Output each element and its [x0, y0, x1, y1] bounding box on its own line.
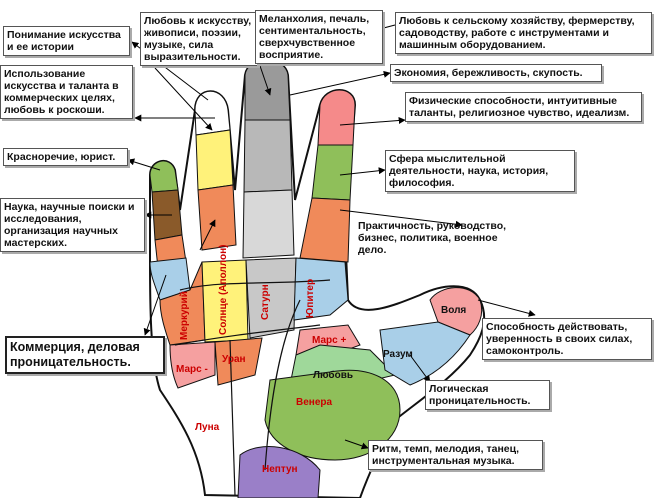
ring-finger-top — [194, 90, 231, 136]
index-finger-mid — [311, 144, 354, 201]
arrow-economy — [289, 70, 391, 96]
zone-venus: Венера — [296, 397, 332, 408]
arrow-ring-base — [199, 219, 216, 251]
palm-line-heart — [179, 279, 331, 291]
label-love-art: Любовь к искусству, живописи, поэзии, му… — [140, 12, 258, 66]
arrow-ability — [477, 299, 536, 317]
label-melancholy: Меланхолия, печаль, сентиментальность, с… — [255, 10, 383, 64]
arrow-practical — [339, 209, 463, 228]
arrow-rhythm — [344, 439, 369, 450]
middle-finger-top — [244, 59, 291, 121]
label-practical: Практичность, руководство, бизнес, полит… — [358, 220, 507, 256]
arrow-logic — [409, 354, 431, 383]
zone-razum: Разум — [383, 349, 413, 360]
middle-finger-mid — [243, 119, 293, 193]
index-finger-base — [299, 197, 351, 263]
label-rhythm: Ритм, темп, мелодия, танец, инструментал… — [368, 440, 543, 470]
arrow-love-art — [154, 67, 213, 131]
zone-saturn: Сатурн — [260, 284, 271, 320]
label-science: Наука, научные поиски и исследования, ор… — [0, 198, 145, 252]
palm-line-head — [174, 324, 321, 346]
zone-jupiter: Юпитер — [305, 279, 316, 318]
palm-line-fate — [229, 339, 236, 496]
label-economy: Экономия, бережливость, скупость. — [390, 64, 602, 82]
label-agriculture: Любовь к сельскому хозяйству, фермерству… — [395, 12, 652, 54]
zone-uran: Уран — [222, 354, 246, 365]
palm-line-life — [264, 299, 301, 471]
zone-volya: Воля — [441, 305, 466, 316]
label-understanding-art: Понимание искусства и ее истории — [3, 26, 130, 56]
label-commerce-insight: Коммерция, деловая проницательность. — [5, 336, 165, 374]
index-finger-top — [317, 89, 356, 146]
zone-sun: Солнце (Аполлон) — [218, 245, 229, 335]
label-ability: Способность действовать, уверенность в с… — [482, 318, 652, 360]
ring-finger-base — [197, 184, 237, 251]
arrow-physical — [339, 116, 406, 126]
arrow-melancholy — [257, 59, 272, 96]
ring-finger-mid — [195, 129, 234, 191]
zone-luna: Луна — [195, 422, 220, 433]
arrow-thinking — [339, 167, 386, 176]
mount-uran — [214, 337, 263, 386]
zone-love: Любовь — [313, 369, 353, 381]
mount-mars-minus — [169, 341, 216, 389]
label-thinking: Сфера мыслительной деятельности, наука, … — [385, 150, 575, 192]
arrow-eloquence — [127, 158, 161, 171]
label-commerce-use: Использование искусства и таланта в комм… — [0, 65, 133, 119]
label-physical: Физические способности, интуитивные тала… — [405, 92, 642, 122]
mount-jupiter — [293, 257, 349, 321]
thumb-razum — [379, 321, 471, 386]
label-logic: Логическая проницательность. — [425, 380, 550, 410]
zone-mars-plus: Марс + — [312, 335, 346, 346]
zone-mercury: Меркурий — [179, 291, 190, 340]
label-eloquence: Красноречие, юрист. — [3, 148, 128, 166]
mount-saturn — [245, 257, 297, 339]
zone-mars-minus: Марс - — [176, 364, 208, 375]
mount-neptun — [237, 446, 321, 498]
middle-finger-base — [242, 189, 295, 259]
zone-neptun: Нептун — [262, 464, 298, 475]
arrow-commerce-insight — [143, 274, 167, 336]
